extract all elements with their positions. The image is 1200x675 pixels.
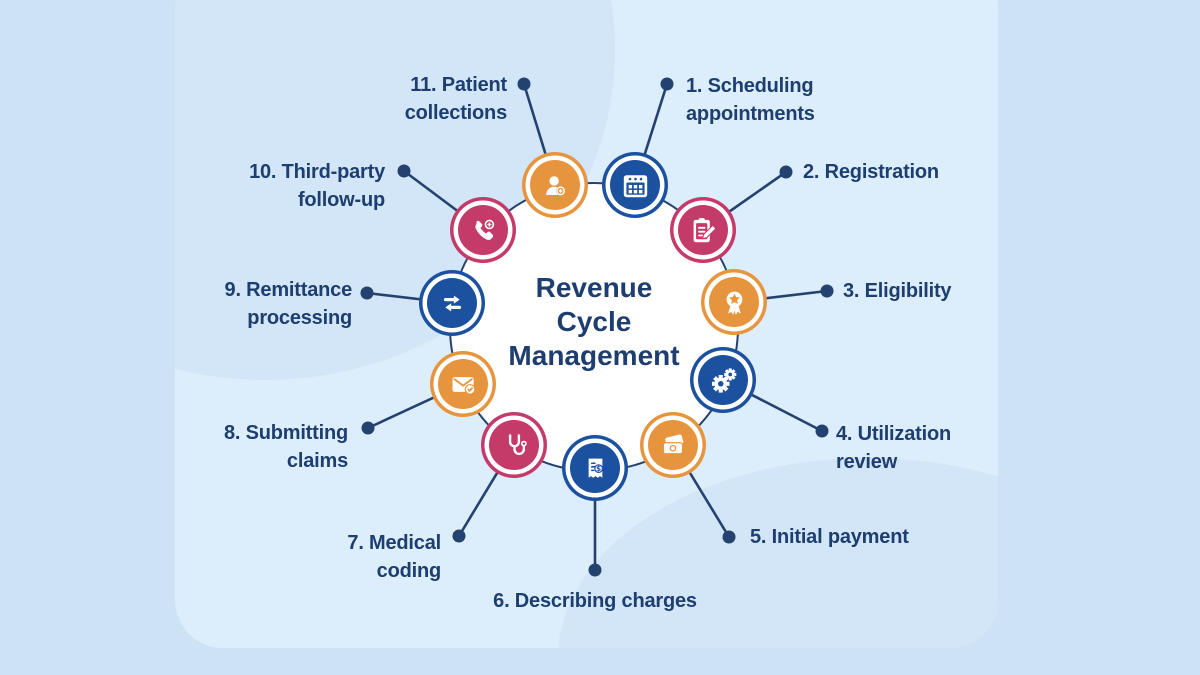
step-9-node (427, 278, 477, 328)
step-10-label: 10. Third-party follow-up (249, 158, 385, 214)
step-5-label-line: 5. Initial payment (750, 526, 909, 548)
calendar-icon (619, 169, 652, 202)
step-10-label-line: 10. Third-party (249, 161, 385, 183)
step-2-label-line: 2. Registration (803, 161, 939, 183)
step-3-label: 3. Eligibility (843, 277, 952, 305)
step-9-label-line: 9. Remittance (224, 279, 353, 301)
step-5-dot (722, 530, 736, 544)
step-8-label: 8. Submitting claims (224, 419, 348, 475)
step-6-node: $ (570, 443, 620, 493)
step-8-node (438, 359, 488, 409)
step-11-label-line: 11. Patient (410, 74, 507, 96)
step-11-label-line: collections (404, 102, 507, 124)
step-5-label: 5. Initial payment (750, 523, 909, 551)
svg-text:$: $ (596, 464, 601, 473)
step-9-dot (360, 286, 374, 300)
step-4-label-line: review (836, 451, 898, 473)
step-10-label-line: follow-up (297, 189, 385, 211)
step-8-label-line: claims (286, 450, 348, 472)
person-plus-icon (539, 169, 572, 202)
cycle-title-line: Revenue (535, 272, 653, 303)
sync-arrows-icon (436, 287, 469, 320)
cycle-title: Revenue Cycle Management (508, 271, 679, 373)
step-7-label-line: coding (376, 560, 442, 582)
step-10-dot (397, 164, 411, 178)
step-1-label-line: 1. Scheduling (686, 75, 814, 97)
step-7-label-line: 7. Medical (347, 532, 441, 554)
step-6-dot (588, 563, 602, 577)
receipt-dollar-icon: $ (579, 452, 612, 485)
step-4-label-line: 4. Utilization (836, 423, 951, 445)
step-3-node (709, 277, 759, 327)
step-2-node (678, 205, 728, 255)
step-11-node (530, 160, 580, 210)
stethoscope-icon (498, 429, 531, 462)
step-9-label-line: processing (247, 307, 352, 329)
step-6-label-line: 6. Describing charges (493, 590, 697, 612)
envelope-check-icon (447, 368, 480, 401)
step-4-node (698, 355, 748, 405)
gears-icon (707, 364, 740, 397)
step-8-dot (361, 421, 375, 435)
step-9-label: 9. Remittance processing (224, 276, 353, 332)
step-3-label-line: 3. Eligibility (843, 280, 952, 302)
step-3-dot (820, 284, 834, 298)
step-1-label: 1. Scheduling appointments (686, 72, 815, 128)
step-8-label-line: 8. Submitting (223, 422, 348, 444)
step-6-label: 6. Describing charges (493, 587, 697, 615)
cycle-title-line: Cycle (556, 306, 632, 337)
step-7-label: 7. Medical coding (347, 529, 441, 585)
step-4-label: 4. Utilization review (836, 420, 951, 476)
step-11-label: 11. Patient collections (405, 71, 507, 127)
step-4-dot (815, 424, 829, 438)
step-2-label: 2. Registration (803, 158, 939, 186)
phone-plus-icon (467, 214, 500, 247)
award-ribbon-icon (718, 286, 751, 319)
clipboard-pencil-icon (687, 214, 720, 247)
cash-icon (657, 429, 690, 462)
step-10-node (458, 205, 508, 255)
step-1-dot (660, 77, 674, 91)
step-1-label-line: appointments (686, 103, 815, 125)
step-11-dot (517, 77, 531, 91)
step-7-node (489, 420, 539, 470)
step-5-node (648, 420, 698, 470)
cycle-title-line: Management (508, 340, 680, 371)
step-7-dot (452, 529, 466, 543)
step-1-node (610, 160, 660, 210)
step-2-dot (779, 165, 793, 179)
